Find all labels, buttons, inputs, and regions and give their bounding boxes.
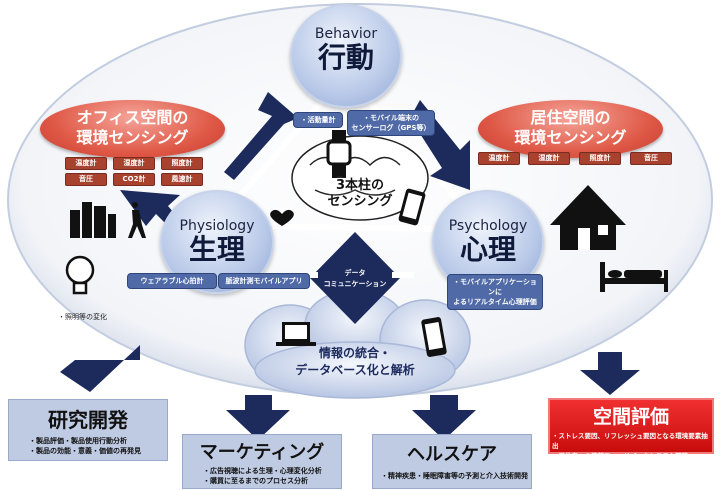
home-tag: 湿度計 xyxy=(528,152,570,165)
office-tag: 音圧 xyxy=(65,173,107,186)
walking-person-icon xyxy=(128,202,146,238)
office-title: オフィス空間の 環境センシング xyxy=(40,100,225,158)
output-line: ・製品評価・製品使用行動分析 xyxy=(29,437,127,445)
output-healthcare: ヘルスケア ・精神疾患・睡眠障害等の予測と介入技術開発 xyxy=(372,434,532,489)
smartwatch-icon xyxy=(326,130,352,178)
psychology-en: Psychology xyxy=(448,218,528,234)
office-tag: CO2計 xyxy=(113,173,155,186)
behavior-tag-mobile: ・モバイル端末の センサーログ（GPS等） xyxy=(347,110,435,136)
physiology-tag-heart: ウェアラブル心拍計 xyxy=(127,273,217,289)
arrow-down-rd xyxy=(60,345,140,392)
output-space-eval: 空間評価 ・ストレス要因、リフレッシュ要因となる環境要素抽出 ・居住者への情報フ… xyxy=(548,398,714,460)
physiology-jp: 生理 xyxy=(188,233,245,266)
office-tag: 温度計 xyxy=(65,157,107,170)
home-tag: 照度計 xyxy=(579,152,621,165)
output-line: ・居住者への情報フィードバックシステム開発 xyxy=(552,452,689,460)
home-tag: 音圧 xyxy=(630,152,672,165)
brain-icon xyxy=(291,135,429,221)
arrow-down-health xyxy=(412,395,476,440)
office-tag: 照度計 xyxy=(161,157,203,170)
cloud-phone-icon xyxy=(421,317,447,357)
output-line: ・広告視聴による生理・心理変化分析 xyxy=(203,467,322,475)
home-tag: 温度計 xyxy=(478,152,520,165)
smartphone-icon xyxy=(398,188,426,226)
output-rd: 研究開発 ・製品評価・製品使用行動分析 ・製品の効能・意義・価値の再発見 xyxy=(8,399,168,461)
behavior-tag-activity: ・活動量計 xyxy=(293,112,343,128)
data-diamond xyxy=(310,232,400,324)
home-title-text: 居住空間の 環境センシング xyxy=(514,108,627,147)
home-title: 居住空間の 環境センシング xyxy=(478,100,663,158)
arrow-down-marketing xyxy=(226,395,290,440)
output-marketing: マーケティング ・広告視聴による生理・心理変化分析 ・購買に至るまでのプロセス分… xyxy=(182,434,342,489)
arrow-physio-behavior xyxy=(224,92,298,180)
output-title: 研究開発 xyxy=(48,408,128,432)
house-icon xyxy=(550,185,626,250)
bed-icon xyxy=(600,262,668,292)
physiology-en: Physiology xyxy=(179,218,255,234)
psychology-jp: 心理 xyxy=(459,233,516,266)
output-title: ヘルスケア xyxy=(407,444,497,465)
output-title: 空間評価 xyxy=(592,406,669,428)
heart-icon xyxy=(270,209,294,226)
office-tag: 風速計 xyxy=(161,173,203,186)
laptop-icon xyxy=(276,322,316,346)
data-comm-label: データ コミュニケーション xyxy=(323,269,387,288)
cloud-label: 情報の統合・ データベース化と解析 xyxy=(295,346,415,377)
behavior-circle: Behavior 行動 xyxy=(290,4,402,108)
center-label: 3本柱の センシング xyxy=(327,178,393,209)
output-line: ・製品の効能・意義・価値の再発見 xyxy=(29,447,141,455)
office-note: ・照明等の変化 xyxy=(58,313,107,321)
behavior-jp: 行動 xyxy=(317,41,374,74)
output-line: ・ストレス要因、リフレッシュ要因となる環境要素抽出 xyxy=(552,432,708,450)
office-title-text: オフィス空間の 環境センシング xyxy=(76,108,189,147)
arrow-down-space xyxy=(580,352,640,395)
physiology-tag-pulse: 脈波計測モバイルアプリ xyxy=(218,273,310,289)
output-line: ・精神疾患・睡眠障害等の予測と介入技術開発 xyxy=(381,472,528,480)
buildings-icon xyxy=(70,202,116,238)
psychology-tag: ・モバイルアプリケーションに よるリアルタイム心理評価 xyxy=(447,274,543,310)
output-line: ・購買に至るまでのプロセス分析 xyxy=(203,477,308,485)
output-title: マーケティング xyxy=(199,442,325,463)
behavior-en: Behavior xyxy=(314,26,378,42)
office-tag: 湿度計 xyxy=(113,157,155,170)
lightbulb-icon xyxy=(65,255,95,295)
